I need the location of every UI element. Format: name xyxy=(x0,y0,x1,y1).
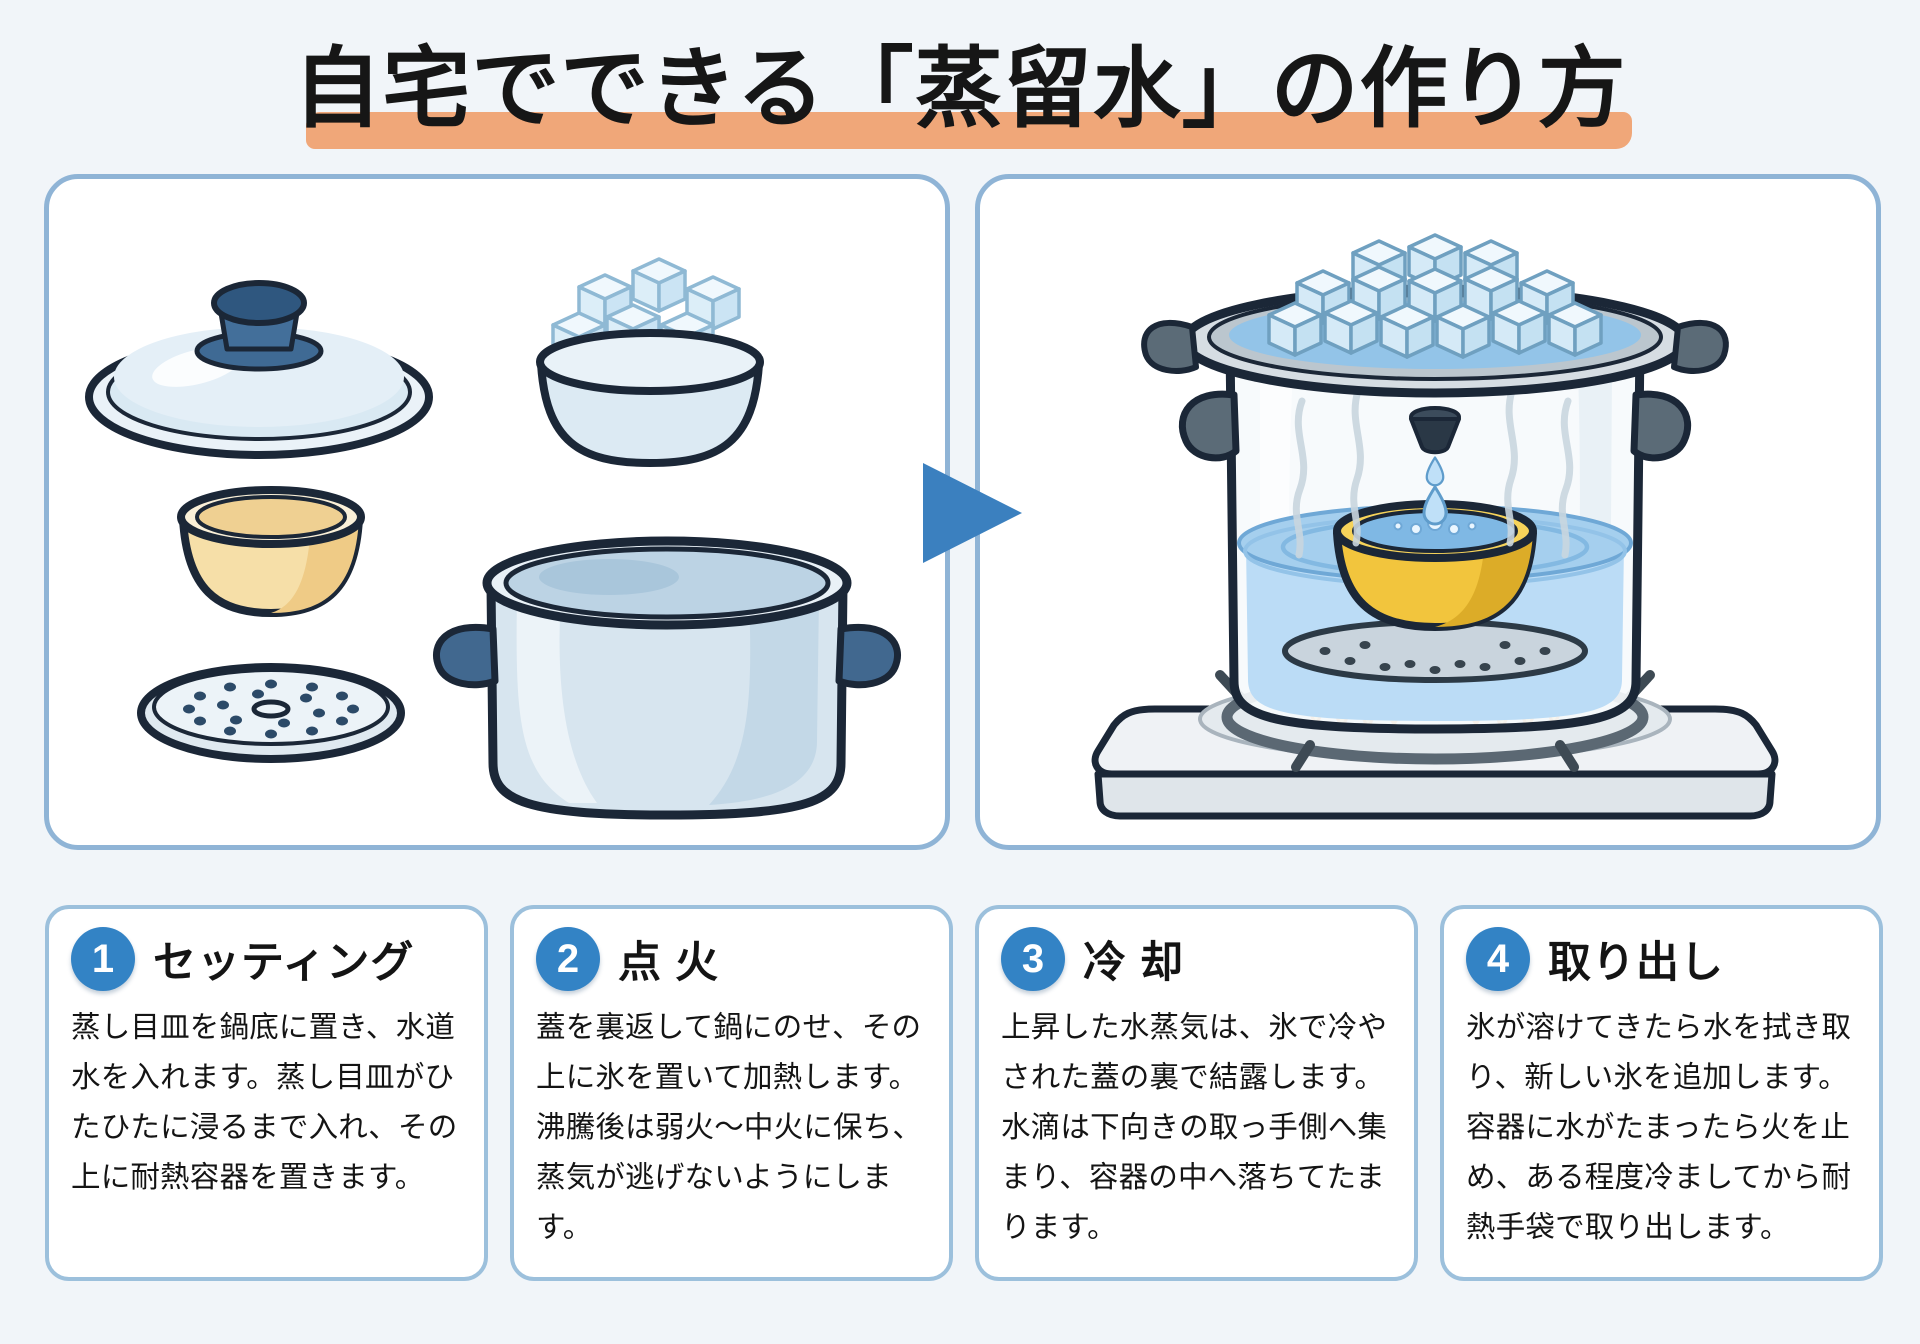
steamer-plate-illustration xyxy=(137,663,405,763)
heatproof-bowl-illustration xyxy=(177,486,365,617)
steam-illustration xyxy=(1292,387,1574,559)
step-4-title: 取り出し xyxy=(1548,939,1724,987)
equipment-panel xyxy=(44,174,950,850)
step-2-badge: 2 xyxy=(536,927,600,991)
ice-bowl-illustration xyxy=(536,257,764,467)
transparent-pot-illustration xyxy=(1178,339,1692,734)
pot-illustration xyxy=(432,536,902,820)
distillation-panel xyxy=(975,174,1881,850)
glass-lid-illustration xyxy=(85,280,433,459)
step-1-title: セッティング xyxy=(153,939,415,987)
step-3-badge: 3 xyxy=(1001,927,1065,991)
step-4-body: 氷が溶けてきたら水を拭き取り、新しい氷を追加します。容器に水がたまったら火を止め… xyxy=(1466,1011,1852,1244)
step-2-body: 蓋を裏返して鍋にのせ、その上に氷を置いて加熱します。沸騰後は弱火〜中火に保ち、蒸… xyxy=(536,1011,923,1244)
page-title: 自宅でできる「蒸留水」の作り方 xyxy=(293,39,1627,138)
title-highlight-band xyxy=(306,112,1632,149)
step-card-3: 3 冷 却 上昇した水蒸気は、氷で冷やされた蓋の裏で結露します。水滴は下向きの取… xyxy=(975,905,1418,1281)
collecting-bowl-illustration xyxy=(1333,500,1537,631)
step-1-body: 蒸し目皿を鍋底に置き、水道水を入れます。蒸し目皿がひたひたに浸るまで入れ、その上… xyxy=(71,1011,458,1194)
step-3-title: 冷 却 xyxy=(1083,939,1184,987)
step-card-2: 2 点 火 蓋を裏返して鍋にのせ、その上に氷を置いて加熱します。沸騰後は弱火〜中… xyxy=(510,905,953,1281)
equipment-illustration xyxy=(85,257,902,820)
step-card-4: 4 取り出し 氷が溶けてきたら水を拭き取り、新しい氷を追加します。容器に水がたま… xyxy=(1440,905,1883,1281)
step-1-badge: 1 xyxy=(71,927,135,991)
step-card-1: 1 セッティング 蒸し目皿を鍋底に置き、水道水を入れます。蒸し目皿がひたひたに浸… xyxy=(45,905,488,1281)
arrow-right-icon xyxy=(923,463,1022,563)
distillation-illustration xyxy=(1091,233,1779,820)
step-2-title: 点 火 xyxy=(618,939,719,987)
step-4-badge: 4 xyxy=(1466,927,1530,991)
step-3-body: 上昇した水蒸気は、氷で冷やされた蓋の裏で結露します。水滴は下向きの取っ手側へ集ま… xyxy=(1001,1011,1388,1244)
inverted-lid-ice-illustration xyxy=(1141,233,1729,526)
